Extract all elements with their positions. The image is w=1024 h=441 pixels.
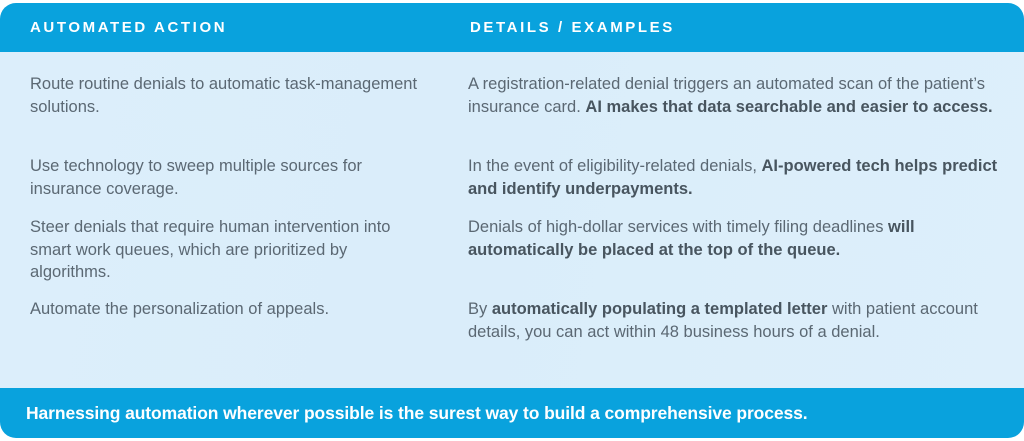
detail-bold-segment: AI makes that data searchable and easier… [585,97,993,116]
row-action-text: Automate the personalization of appeals. [30,300,330,318]
table-header-bar: AUTOMATED ACTION DETAILS / EXAMPLES [0,3,1024,52]
table-row: Steer denials that require human interve… [0,216,1024,284]
detail-plain-segment: In the event of eligibility-related deni… [468,157,762,175]
table-row: Route routine denials to automatic task-… [0,73,1024,118]
row-detail-text: A registration-related denial triggers a… [440,73,1024,118]
row-detail-text: In the event of eligibility-related deni… [440,155,1024,200]
table-footer-bar: Harnessing automation wherever possible … [0,388,1024,438]
detail-plain-segment: Denials of high-dollar services with tim… [468,218,889,236]
table-rows: Route routine denials to automatic task-… [0,52,1024,388]
row-detail-text: By automatically populating a templated … [440,298,1024,343]
detail-bold-segment: automatically populating a templated let… [491,300,828,318]
table-row: Automate the personalization of appeals.… [0,298,1024,343]
column-header-automated-action: AUTOMATED ACTION [30,19,228,36]
detail-plain-segment: By [468,300,492,318]
detail-bold-segment: AI-powered tech helps predict and identi… [468,157,998,198]
row-action-text: Route routine denials to automatic task-… [30,75,418,116]
table-body: Route routine denials to automatic task-… [0,52,1024,388]
detail-plain-segment-2: with patient account details, you can ac… [468,300,978,341]
detail-bold-segment: will automatically be placed at the top … [468,218,915,259]
row-action-text: Use technology to sweep multiple sources… [30,157,362,198]
column-header-details-examples: DETAILS / EXAMPLES [470,19,675,36]
row-detail-text: Denials of high-dollar services with tim… [440,216,1024,284]
detail-plain-segment: A registration-related denial triggers a… [468,75,986,116]
table-row: Use technology to sweep multiple sources… [0,155,1024,200]
footer-summary-text: Harnessing automation wherever possible … [26,402,808,423]
row-action-text: Steer denials that require human interve… [30,218,391,281]
